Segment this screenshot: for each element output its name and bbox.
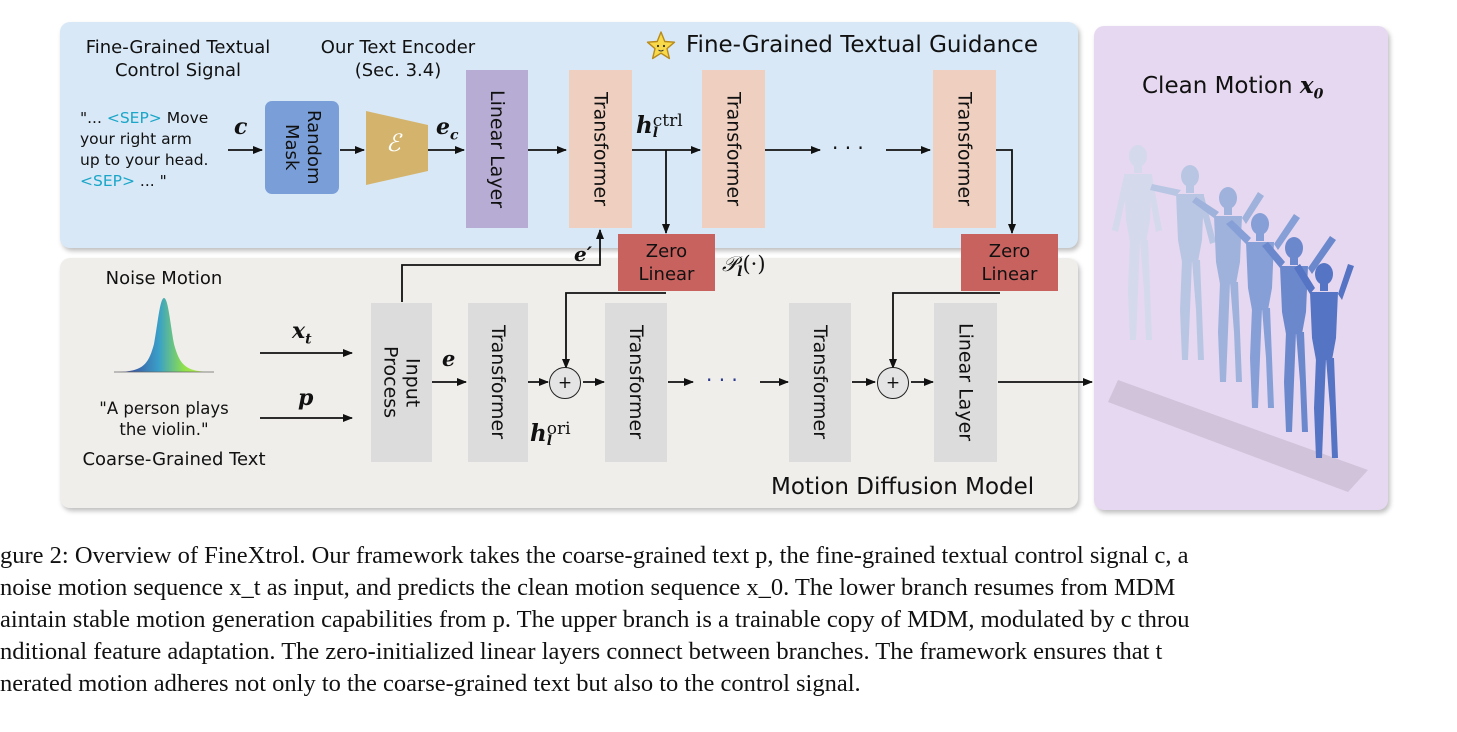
p-function-label: 𝒫l(·) bbox=[722, 252, 766, 281]
upper-linear-layer: Linear Layer bbox=[466, 70, 528, 228]
e-prime-symbol: e′ bbox=[574, 242, 592, 266]
c-symbol: c bbox=[234, 114, 248, 140]
control-signal-text: "... <SEP> Move your right arm up to you… bbox=[80, 109, 209, 190]
xt-symbol: xt bbox=[292, 318, 312, 348]
caption-line-4: nditional feature adaptation. The zero-i… bbox=[0, 638, 1163, 665]
upper-ellipsis: · · · bbox=[832, 136, 864, 160]
caption-line-3: aintain stable motion generation capabil… bbox=[0, 606, 1190, 633]
figure-caption: gure 2: Overview of FineXtrol. Our frame… bbox=[0, 540, 1457, 700]
control-signal-label: Fine-Grained Textual Control Signal bbox=[85, 37, 271, 81]
upper-transformer-1: Transformer bbox=[569, 70, 632, 228]
upper-transformer-2: Transformer bbox=[702, 70, 765, 228]
text-encoder-block: ℰ bbox=[366, 111, 428, 185]
e-symbol: e bbox=[442, 346, 456, 371]
lower-linear-layer: Linear Layer bbox=[934, 303, 997, 462]
coarse-text-label: Coarse-Grained Text bbox=[82, 449, 266, 470]
upper-transformer-n: Transformer bbox=[933, 70, 996, 228]
motion-diffusion-title: Motion Diffusion Model bbox=[771, 474, 1035, 500]
lower-ellipsis: · · · bbox=[706, 368, 738, 392]
lower-transformer-1: Transformer bbox=[468, 303, 528, 462]
noise-motion-label: Noise Motion bbox=[105, 268, 223, 289]
lower-transformer-n: Transformer bbox=[789, 303, 851, 462]
p-symbol: p bbox=[298, 385, 314, 411]
coarse-text-quote: "A person plays the violin." bbox=[99, 399, 229, 439]
encoder-symbol: ℰ bbox=[386, 129, 401, 157]
gaussian-curve-icon bbox=[112, 292, 216, 374]
plus-node-left: + bbox=[549, 367, 581, 399]
fine-grained-guidance-title: Fine-Grained Textual Guidance bbox=[686, 32, 1038, 58]
star-icon bbox=[646, 30, 676, 62]
motion-figures-image bbox=[1098, 140, 1388, 500]
ec-symbol: ec bbox=[436, 114, 459, 144]
clean-motion-title: Clean Motion x0 bbox=[1142, 72, 1324, 103]
caption-line-5: nerated motion adheres not only to the c… bbox=[0, 670, 861, 697]
text-encoder-label: Our Text Encoder (Sec. 3.4) bbox=[320, 37, 476, 81]
plus-node-right: + bbox=[877, 367, 909, 399]
lower-transformer-2: Transformer bbox=[605, 303, 667, 462]
caption-line-2: noise motion sequence x_t as input, and … bbox=[0, 574, 1176, 601]
caption-line-1: gure 2: Overview of FineXtrol. Our frame… bbox=[0, 542, 1189, 569]
